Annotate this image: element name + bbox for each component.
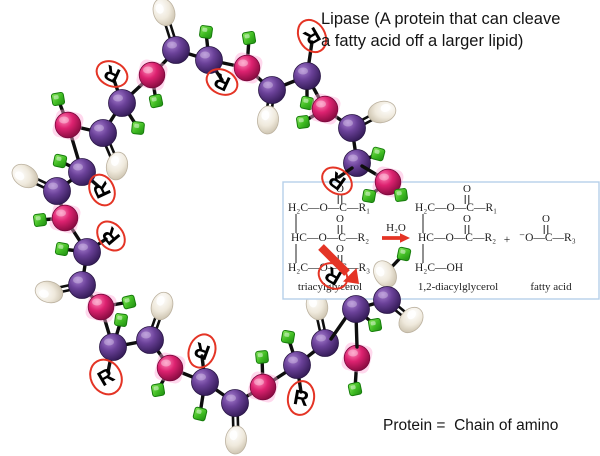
hydrogen-atom	[121, 294, 137, 310]
carbon-atom	[221, 389, 249, 417]
carbon-atom	[99, 333, 127, 361]
hydrogen-atom	[280, 329, 296, 345]
r-side-chain-label: R	[95, 60, 129, 88]
hydrogen-atom	[50, 91, 66, 107]
hydrogen-atom	[347, 381, 363, 397]
reaction-arrow	[382, 233, 410, 243]
r-glyph: R	[94, 364, 119, 392]
chemical-formula-row: HC—O—C—R₂	[291, 232, 369, 244]
layer-overlay: RR	[317, 164, 424, 349]
carbon-atom	[68, 158, 96, 186]
hydrogen-atom	[370, 146, 386, 162]
r-glyph: R	[291, 386, 310, 411]
carbon-atom	[342, 295, 370, 323]
carbon-atom	[191, 368, 219, 396]
nitrogen-atom	[85, 291, 117, 323]
carbon-atom	[283, 351, 311, 379]
hydrogen-atom	[52, 153, 68, 169]
carbon-atom	[68, 271, 96, 299]
lipase-caption: Lipase (A protein that can cleave a fatt…	[321, 9, 560, 52]
carbon-atom	[89, 119, 117, 147]
carbonyl-oxygen: O	[336, 213, 344, 225]
carbon-atom	[195, 46, 223, 74]
oxygen-atom	[225, 425, 247, 455]
oxygen-atom	[150, 291, 174, 321]
hydrogen-atom	[296, 115, 310, 129]
nitrogen-atom	[52, 109, 84, 141]
carbonyl-oxygen: O	[336, 183, 344, 195]
chemical-formula-row: ⁻O—C—R₃	[519, 232, 576, 244]
oxygen-atom	[257, 105, 279, 135]
r-side-chain-label: R	[89, 358, 123, 396]
chemical-formula-row: H₂C—O—C—R₁	[415, 202, 497, 214]
hydrogen-atom	[396, 246, 412, 262]
plus-sign: +	[504, 234, 511, 246]
lipase-caption-line1: Lipase (A protein that can cleave	[321, 10, 561, 28]
carbonyl-oxygen: O	[542, 213, 550, 225]
protein-caption-line1: Protein = Chain of amino	[383, 417, 559, 434]
carbon-atom	[136, 326, 164, 354]
molecule-name-label: 1,2-diacylglycerol	[418, 281, 498, 293]
hydrogen-atom	[114, 313, 128, 327]
hydrogen-atom	[33, 213, 47, 227]
hydrogen-atom	[131, 121, 145, 135]
nitrogen-atom	[231, 52, 263, 84]
carbon-atom	[108, 89, 136, 117]
hydrogen-atom	[54, 241, 70, 257]
nitrogen-atom	[136, 59, 168, 91]
hydrogen-atom	[361, 188, 377, 204]
chemical-formula-row: H₂C—OH	[415, 262, 463, 274]
oxygen-atom	[152, 0, 176, 27]
nitrogen-atom	[341, 342, 373, 374]
carbonyl-oxygen: O	[463, 183, 471, 195]
hydrogen-atom	[192, 406, 208, 422]
oxygen-atom	[11, 163, 39, 189]
carbon-atom	[73, 238, 101, 266]
nitrogen-atom	[309, 93, 341, 125]
r-glyph: R	[191, 337, 213, 364]
nitrogen-atom	[154, 352, 186, 384]
chemical-formula-row: H₂C—O—C—R₁	[288, 202, 370, 214]
molecule-name-label: fatty acid	[530, 281, 572, 293]
hydrogen-atom	[255, 350, 269, 364]
hydrogen-atom	[199, 25, 213, 39]
hydrogen-atom	[241, 30, 257, 46]
carbon-atom	[338, 114, 366, 142]
nitrogen-atom	[49, 202, 81, 234]
oxygen-atom	[367, 100, 397, 124]
oxygen-atom	[105, 151, 129, 181]
protein-caption: Protein = Chain of amino acids	[383, 373, 558, 456]
carbonyl-oxygen: O	[463, 213, 471, 225]
carbon-atom	[373, 286, 401, 314]
chemical-formula-row: HC—O—C—R₂	[418, 232, 496, 244]
nitrogen-atom	[247, 371, 279, 403]
hydrogen-atom	[148, 93, 164, 109]
lipase-caption-line2: a fatty acid off a larger lipid)	[321, 31, 524, 50]
h2o-label: H₂O	[386, 222, 406, 234]
hydrogen-atom	[394, 188, 408, 202]
carbon-atom	[43, 177, 71, 205]
chemical-formula-row: H₂C—O—C—R₃	[288, 262, 370, 274]
oxygen-atom	[398, 306, 424, 334]
hydrogen-atom	[367, 317, 383, 333]
oxygen-atom	[34, 280, 64, 304]
carbon-atom	[293, 62, 321, 90]
carbon-atom	[162, 36, 190, 64]
carbon-atom	[258, 76, 286, 104]
hydrogen-atom	[299, 95, 315, 111]
hydrogen-atom	[150, 382, 166, 398]
r-side-chain-label: R	[187, 333, 217, 369]
r-side-chain-label: R	[286, 380, 316, 416]
oxygen-atom	[373, 260, 397, 288]
carbonyl-oxygen: O	[336, 243, 344, 255]
